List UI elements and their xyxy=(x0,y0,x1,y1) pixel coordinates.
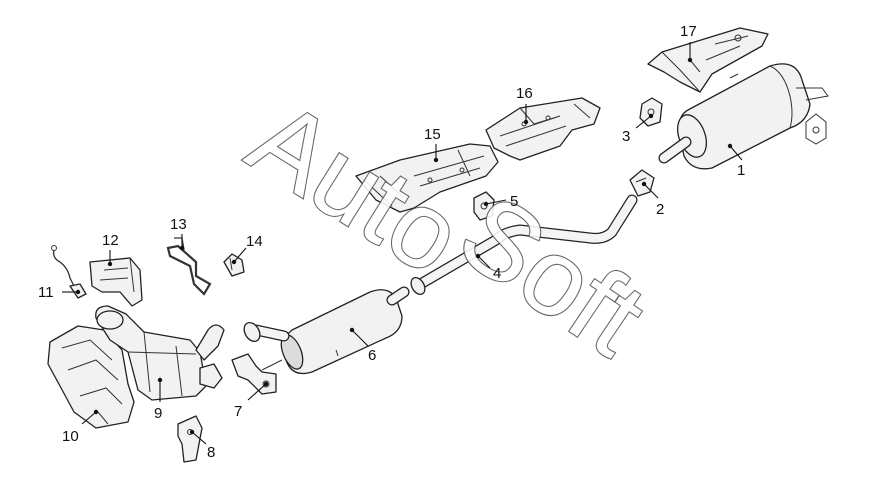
callout-15: 15 xyxy=(424,126,441,163)
callout-11-label: 11 xyxy=(38,284,54,301)
callout-10: 10 xyxy=(62,409,99,445)
callout-17-label: 17 xyxy=(680,23,697,40)
callout-6: 6 xyxy=(349,327,376,364)
callout-5-label: 5 xyxy=(510,193,518,210)
callout-17: 17 xyxy=(680,23,697,63)
bracket-7-icon xyxy=(231,353,277,395)
callout-11: 11 xyxy=(38,284,81,301)
callout-3-label: 3 xyxy=(622,128,630,145)
rubber-mount-5-icon xyxy=(473,191,495,221)
callout-7-label: 7 xyxy=(234,403,242,420)
oxygen-sensor-11-icon xyxy=(51,245,87,299)
callout-2-label: 2 xyxy=(656,201,664,218)
heat-shield-16-icon xyxy=(485,97,601,161)
heat-shield-12-icon xyxy=(89,257,143,307)
rubber-mount-3-icon xyxy=(639,97,663,127)
callout-1-label: 1 xyxy=(737,162,745,179)
callout-9: 9 xyxy=(154,377,162,422)
hanger-rod-13-icon xyxy=(166,237,212,296)
callout-5: 5 xyxy=(483,193,518,210)
heat-shield-17-icon xyxy=(647,27,769,93)
callout-10-label: 10 xyxy=(62,428,79,445)
intermediate-pipe-icon xyxy=(410,194,638,296)
callouts: 1 2 3 4 5 6 7 xyxy=(38,23,745,461)
clip-14-icon xyxy=(223,253,245,277)
callout-15-label: 15 xyxy=(424,126,441,143)
callout-12-label: 12 xyxy=(102,232,119,249)
callout-13-label: 13 xyxy=(170,216,187,233)
heat-shield-15-icon xyxy=(355,143,499,213)
callout-2: 2 xyxy=(641,181,664,218)
callout-14: 14 xyxy=(231,233,263,265)
callout-16: 16 xyxy=(516,85,533,125)
center-muffler-icon xyxy=(243,286,410,375)
callout-3: 3 xyxy=(622,113,654,145)
catalytic-converter-icon xyxy=(95,305,225,401)
callout-14-label: 14 xyxy=(246,233,263,250)
bracket-8-icon xyxy=(177,415,203,463)
callout-13: 13 xyxy=(170,216,187,251)
callout-4-label: 4 xyxy=(493,265,501,282)
heat-shield-10-icon xyxy=(47,325,135,429)
callout-1: 1 xyxy=(727,143,745,179)
rubber-mount-2-icon xyxy=(629,169,655,197)
callout-4: 4 xyxy=(475,253,501,282)
callout-12: 12 xyxy=(102,232,119,267)
callout-6-label: 6 xyxy=(368,347,376,364)
callout-8: 8 xyxy=(189,429,215,461)
callout-7: 7 xyxy=(234,381,269,420)
callout-16-label: 16 xyxy=(516,85,533,102)
rear-muffler-icon xyxy=(658,63,829,170)
callout-8-label: 8 xyxy=(207,444,215,461)
callout-9-label: 9 xyxy=(154,405,162,422)
